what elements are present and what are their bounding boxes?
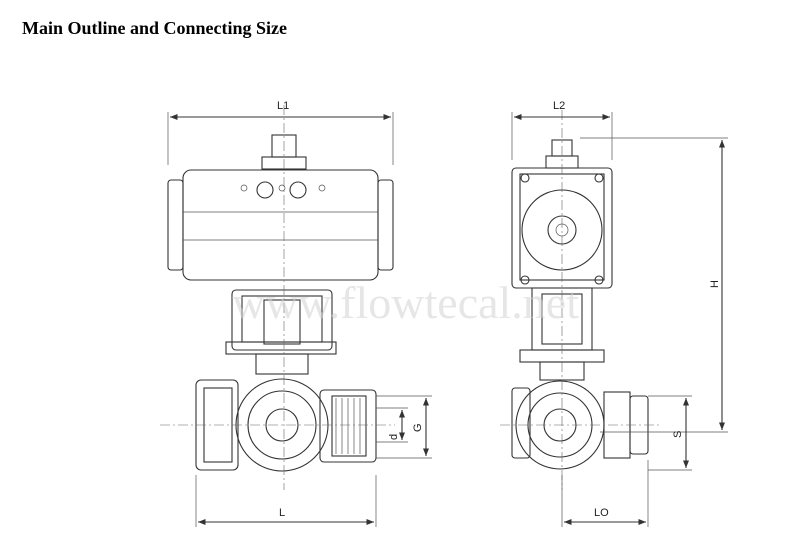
label-H: H <box>709 280 721 288</box>
front-view <box>160 105 432 527</box>
label-L: L <box>279 507 285 519</box>
label-d: d <box>388 434 400 440</box>
label-LO: LO <box>594 507 609 519</box>
label-S: S <box>672 431 684 438</box>
side-view <box>500 110 728 527</box>
label-L1: L1 <box>277 100 289 112</box>
label-G: G <box>412 423 424 432</box>
label-L2: L2 <box>553 100 565 112</box>
page-title: Main Outline and Connecting Size <box>22 18 288 38</box>
watermark-text: www.flowtecal.net <box>232 277 579 328</box>
